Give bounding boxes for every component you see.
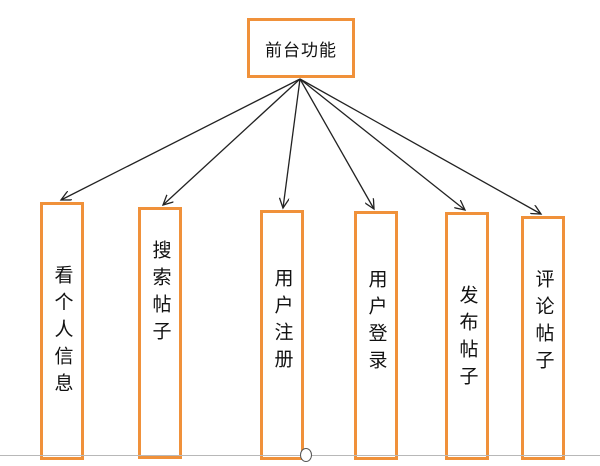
child-node-publish-post: 发布帖子 <box>445 212 489 460</box>
arrow-to-login <box>299 78 374 209</box>
child-node-label: 发布帖子 <box>456 285 479 393</box>
root-node: 前台功能 <box>247 18 355 78</box>
root-node-label: 前台功能 <box>265 40 337 61</box>
arrow-to-publish-post <box>299 78 465 210</box>
child-node-label: 评论帖子 <box>532 269 555 377</box>
arrow-to-view-profile <box>61 78 301 200</box>
child-node-view-profile: 看个人信息 <box>40 202 84 460</box>
child-node-label: 用户注册 <box>271 268 294 376</box>
child-node-search-posts: 搜索帖子 <box>138 207 182 459</box>
child-node-label: 用户登录 <box>365 269 388 377</box>
child-node-label: 看个人信息 <box>51 265 74 400</box>
child-node-register: 用户注册 <box>260 210 304 460</box>
child-node-label: 搜索帖子 <box>149 240 172 348</box>
child-node-login: 用户登录 <box>354 211 398 460</box>
child-node-comment-post: 评论帖子 <box>521 216 565 460</box>
arrow-to-search-posts <box>163 78 301 205</box>
arrow-to-comment-post <box>299 78 541 214</box>
arrow-to-register <box>283 78 301 208</box>
resize-handle[interactable] <box>300 448 312 462</box>
